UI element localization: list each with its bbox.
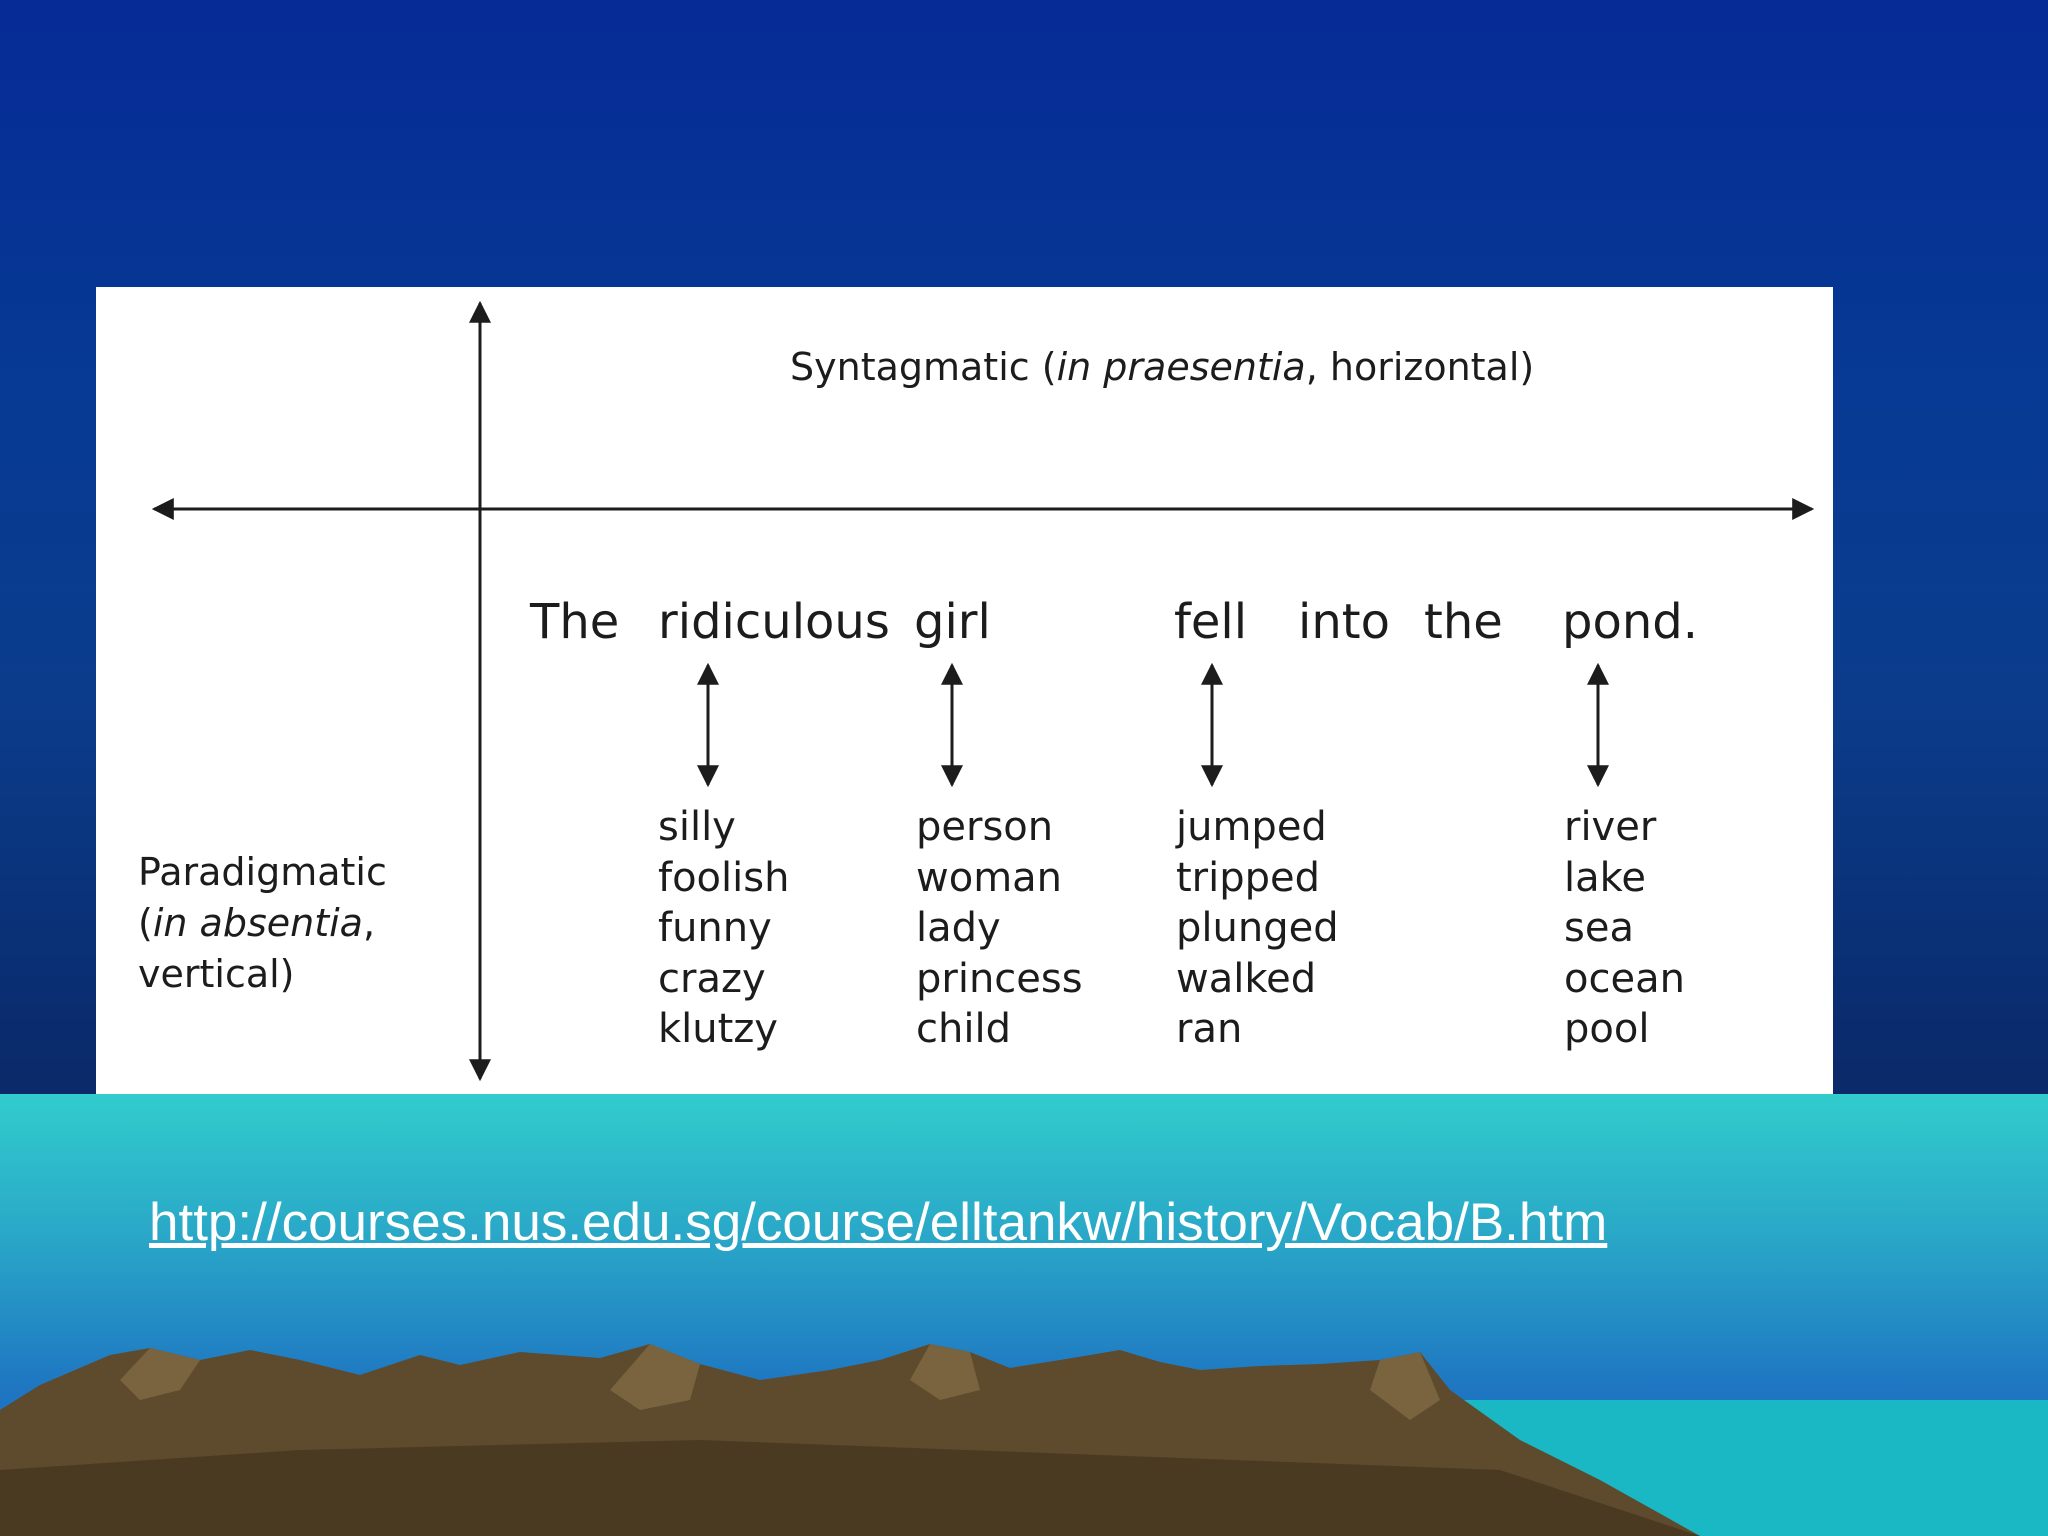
alternative-word: child	[916, 1006, 1011, 1052]
sentence-word: The	[530, 594, 620, 650]
paradigmatic-comma: ,	[362, 901, 376, 945]
paradigmatic-line-1: Paradigmatic	[138, 850, 387, 894]
paradigmatic-paren: (	[138, 901, 153, 945]
mountain-landscape	[0, 1344, 2048, 1536]
alternative-word: sea	[1564, 905, 1634, 951]
mountain-highlight	[910, 1344, 980, 1400]
alternative-word: river	[1564, 804, 1657, 850]
alternative-word: ran	[1176, 1006, 1243, 1052]
syntagmatic-label: Syntagmatic (in praesentia, horizontal)	[790, 345, 1534, 389]
alternatives-girl: person woman lady princess child	[916, 802, 1083, 1055]
alternative-word: lake	[1564, 854, 1646, 901]
alternative-word: ocean	[1564, 955, 1685, 1002]
alternative-word: princess	[916, 955, 1083, 1002]
sentence-word: girl	[914, 594, 991, 650]
sentence-word: fell	[1174, 594, 1248, 650]
alternative-word: funny	[658, 905, 772, 951]
mountain-shadow	[0, 1440, 1700, 1536]
syntagmatic-prefix: Syntagmatic (	[790, 345, 1057, 389]
alternative-word: klutzy	[658, 1006, 778, 1052]
alternative-word: crazy	[658, 955, 766, 1002]
alternative-word: walked	[1176, 955, 1317, 1002]
alternatives-ridiculous: silly foolish funny crazy klutzy	[658, 802, 789, 1055]
alternatives-fell: jumped tripped plunged walked ran	[1176, 802, 1339, 1055]
sea-strip	[1440, 1400, 2048, 1536]
alternative-word: tripped	[1176, 854, 1321, 901]
sentence-word: ridiculous	[658, 594, 890, 650]
alternative-word: pool	[1564, 1006, 1650, 1052]
paradigmatic-line-2: (in absentia,	[138, 898, 387, 949]
alternative-word: foolish	[658, 854, 790, 901]
mountain-highlight	[1370, 1352, 1440, 1420]
sentence-word: into	[1298, 594, 1390, 650]
paradigmatic-italic: in absentia	[152, 901, 363, 945]
source-link[interactable]: http://courses.nus.edu.sg/course/elltank…	[149, 1193, 1608, 1252]
alternative-word: person	[916, 804, 1054, 850]
syntagmatic-paradigmatic-diagram: Syntagmatic (in praesentia, horizontal) …	[96, 287, 1833, 1094]
syntagmatic-italic: in praesentia	[1056, 345, 1306, 389]
alternative-word: woman	[916, 854, 1063, 901]
alternatives-pond: river lake sea ocean pool	[1564, 802, 1685, 1055]
diagram-axes	[151, 300, 1815, 1082]
sentence-word: pond.	[1562, 594, 1698, 650]
alternative-word: jumped	[1176, 804, 1327, 850]
mountain-highlight	[610, 1344, 700, 1410]
syntagmatic-suffix: , horizontal)	[1305, 345, 1535, 389]
sentence-word: the	[1424, 594, 1503, 650]
paradigmatic-label: Paradigmatic (in absentia, vertical)	[138, 847, 387, 1000]
paradigmatic-line-3: vertical)	[138, 952, 295, 996]
alternative-word: silly	[658, 804, 736, 850]
mountain-highlight	[120, 1348, 200, 1400]
alternative-word: lady	[916, 905, 1001, 951]
alternative-word: plunged	[1176, 905, 1339, 951]
